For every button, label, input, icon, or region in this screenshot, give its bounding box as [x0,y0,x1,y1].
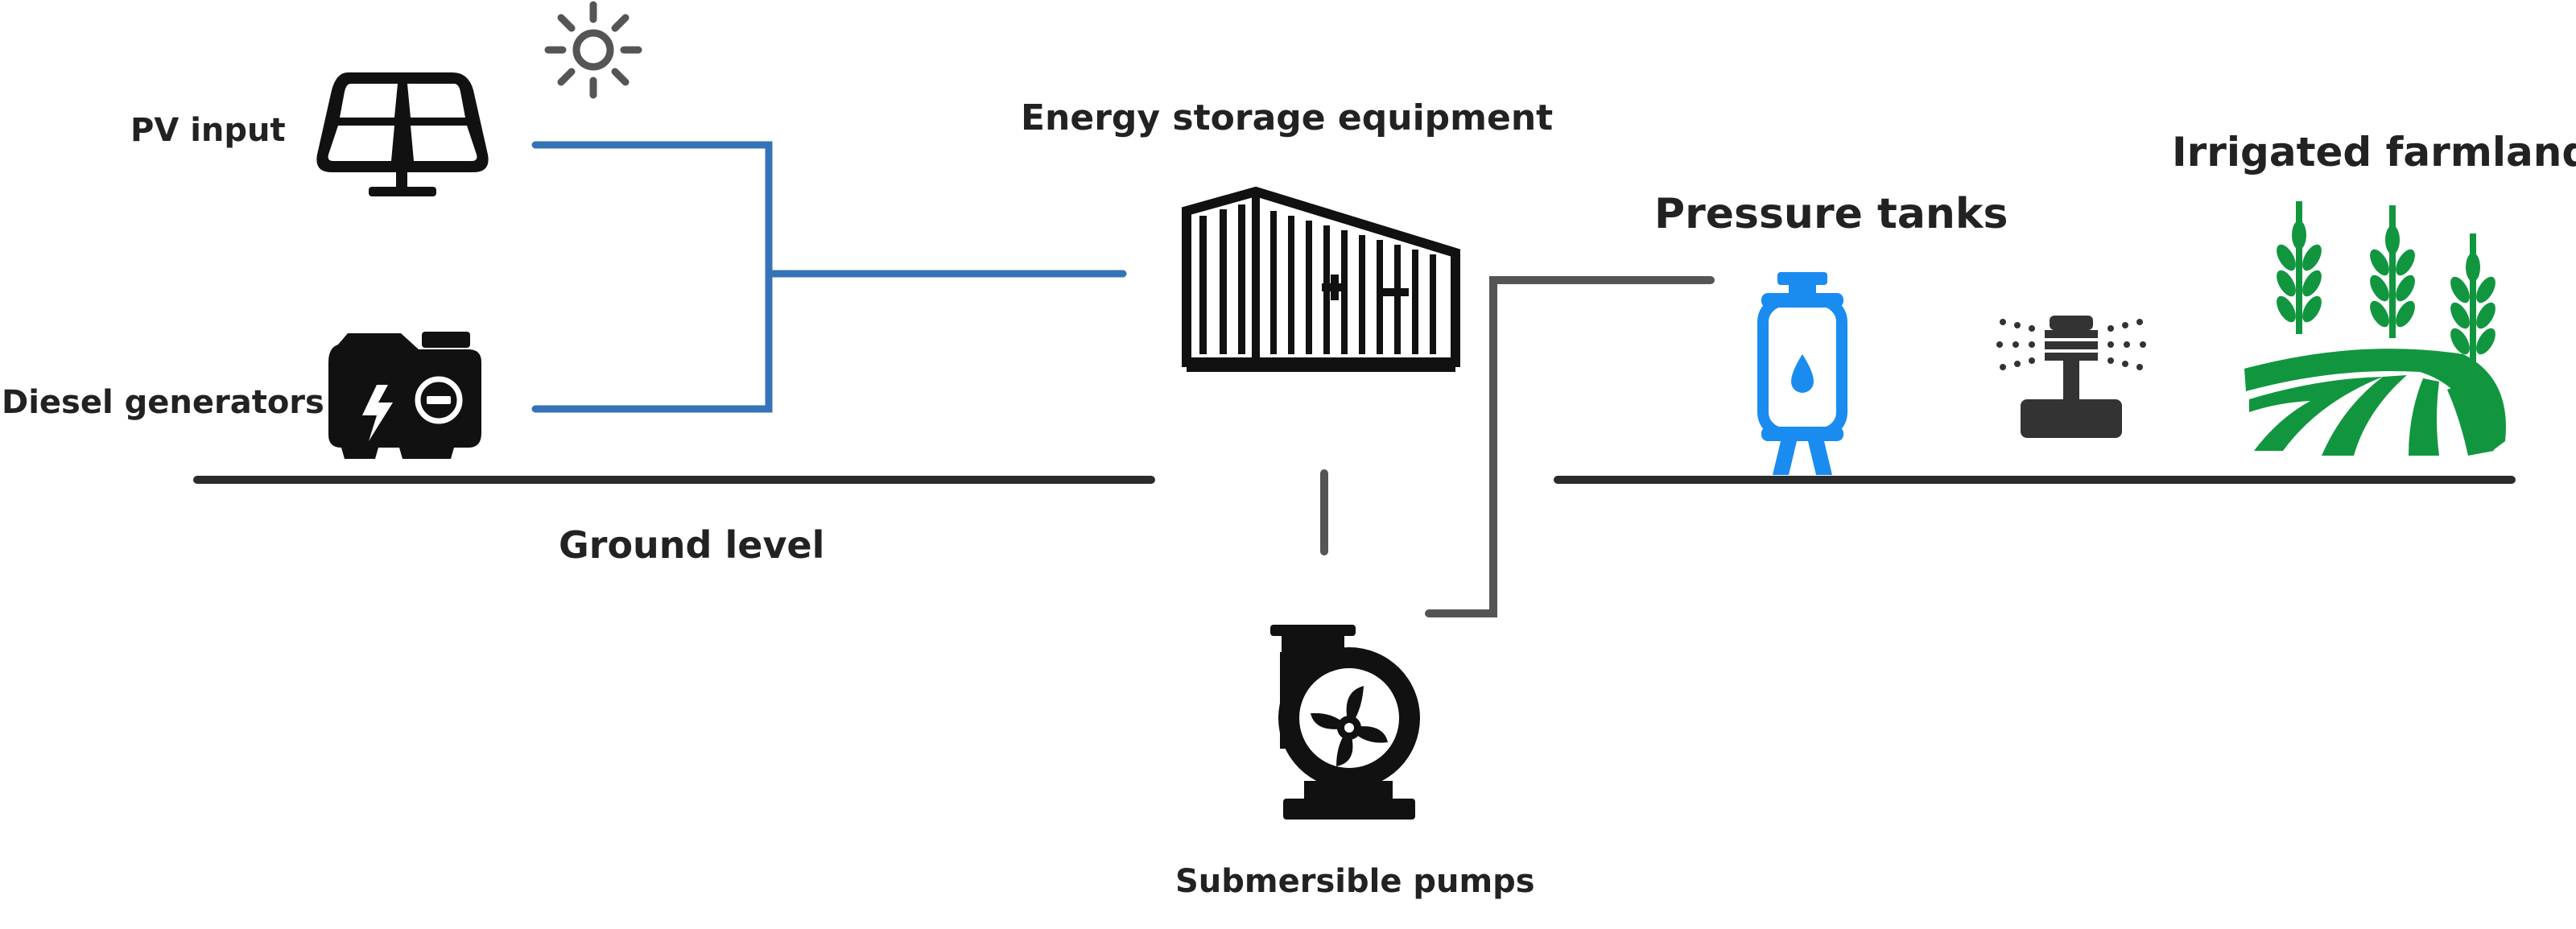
energy-storage-label: Energy storage equipment [1021,97,1553,138]
pressure-tanks-label: Pressure tanks [1654,190,2008,238]
water-pipes [1320,276,1715,617]
power-lines [531,141,1127,413]
diesel-generators-label: Diesel generators [2,384,324,421]
irrigated-farmland-label: Irrigated farmland [2172,129,2576,175]
pv-input-label: PV input [130,112,286,149]
pump-icon [1270,625,1420,820]
sun-icon [544,1,642,99]
wheat-stalk-1 [2277,201,2322,334]
battery-container-icon [1182,186,1460,372]
pv-power-line [531,141,773,413]
farmland-icon [2244,201,2506,456]
pump-to-tank-pipe [1425,276,1715,617]
pressure-tank-icon [1757,272,1847,475]
wheat-stalk-3 [2450,233,2496,362]
submersible-pumps-label: Submersible pumps [1175,863,1535,900]
sprinkler-icon [1996,316,2146,438]
solar-panel-icon [316,72,489,196]
generator-icon [328,332,481,459]
ground-level-label: Ground level [559,523,824,567]
wheat-stalk-2 [2370,205,2415,338]
